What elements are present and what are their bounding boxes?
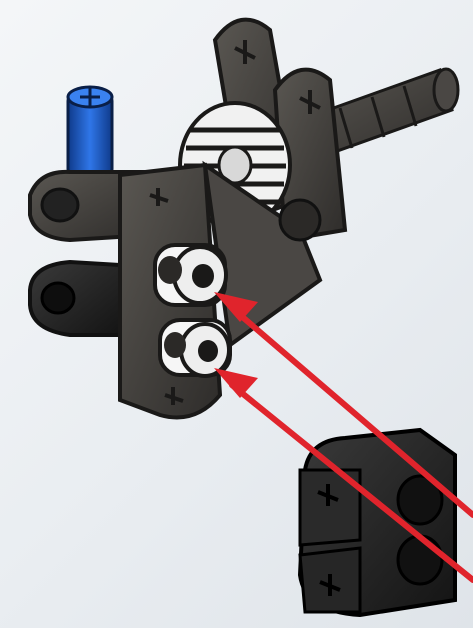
- blue-axle-pin: [68, 87, 112, 175]
- white-bush-lower: [160, 320, 230, 376]
- white-bush-upper: [155, 245, 226, 305]
